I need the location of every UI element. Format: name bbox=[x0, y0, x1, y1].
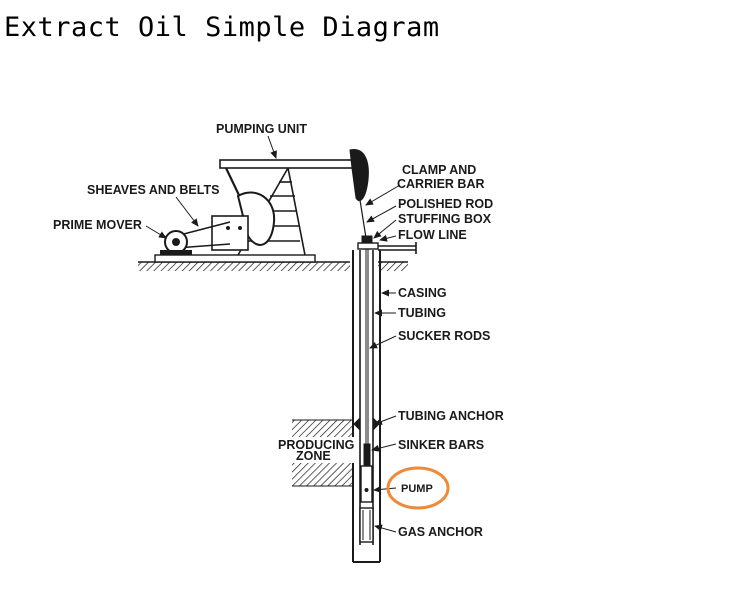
producing-zone bbox=[275, 419, 357, 487]
page-title: Extract Oil Simple Diagram bbox=[4, 12, 440, 43]
pump-highlight-circle bbox=[386, 466, 450, 510]
ground-surface bbox=[138, 254, 408, 271]
label-gas-anchor: GAS ANCHOR bbox=[398, 525, 483, 539]
label-clamp-and: CLAMP AND bbox=[402, 163, 476, 177]
label-flow-line: FLOW LINE bbox=[398, 228, 467, 242]
leader-lines bbox=[145, 135, 401, 533]
label-pump: PUMP bbox=[401, 483, 433, 495]
label-casing: CASING bbox=[398, 286, 447, 300]
label-sucker-rods: SUCKER RODS bbox=[398, 329, 490, 343]
wellbore bbox=[352, 249, 381, 563]
label-tubing: TUBING bbox=[398, 306, 446, 320]
pumping-unit bbox=[160, 149, 369, 256]
label-pumping-unit: PUMPING UNIT bbox=[216, 122, 307, 136]
label-polished-rod: POLISHED ROD bbox=[398, 197, 493, 211]
wellhead bbox=[357, 235, 417, 254]
label-zone: ZONE bbox=[296, 449, 331, 463]
label-tubing-anchor: TUBING ANCHOR bbox=[398, 409, 504, 423]
label-sinker-bars: SINKER BARS bbox=[398, 438, 484, 452]
label-sheaves-and-belts: SHEAVES AND BELTS bbox=[87, 183, 219, 197]
label-carrier-bar: CARRIER BAR bbox=[397, 177, 485, 191]
label-stuffing-box: STUFFING BOX bbox=[398, 212, 492, 226]
label-producing: PRODUCING bbox=[278, 438, 354, 452]
label-prime-mover: PRIME MOVER bbox=[53, 218, 142, 232]
